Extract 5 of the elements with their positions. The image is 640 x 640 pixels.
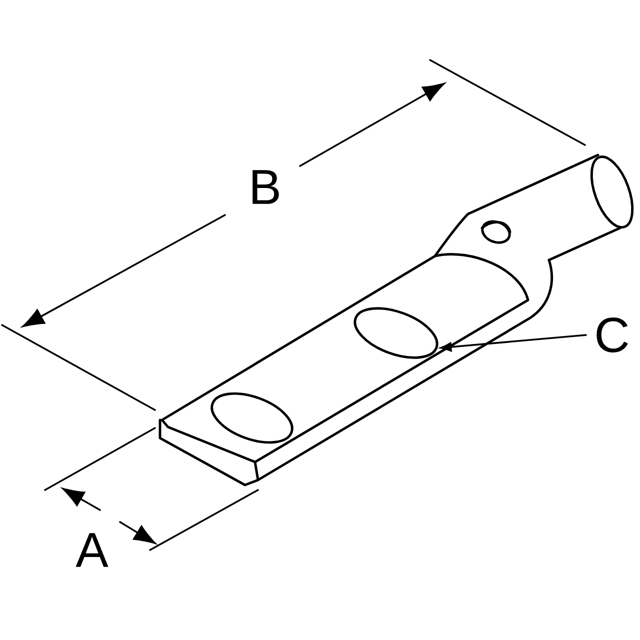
callout-letter: C xyxy=(596,318,628,352)
dimension-label: B xyxy=(252,170,279,204)
hole xyxy=(354,307,438,359)
leader-line xyxy=(440,334,587,352)
dimension-label: A xyxy=(76,533,108,567)
